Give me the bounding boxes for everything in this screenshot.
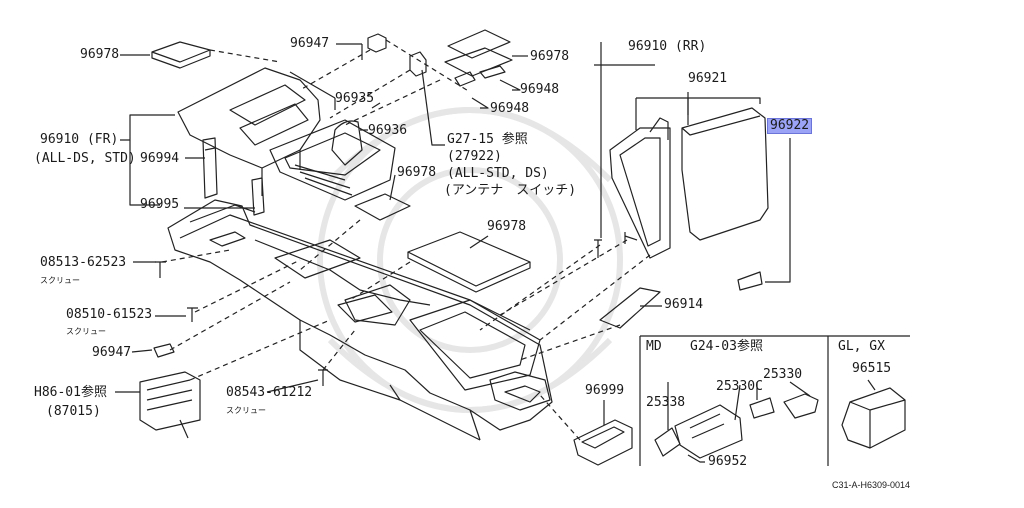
pad-96978-right [354, 193, 411, 221]
cover-96914 [599, 287, 661, 329]
ashtray-96515 [841, 387, 906, 449]
label-96995: 96995 [140, 197, 180, 212]
label-96999: 96999 [585, 383, 625, 398]
label-25338: 25338 [646, 395, 686, 410]
label-96978-b: 96978 [530, 49, 570, 64]
label-96947-b: 96947 [92, 345, 132, 360]
label-96515: 96515 [852, 361, 892, 376]
label-08513-62523: 08513-62523 [40, 255, 127, 270]
label-96910-fr: 96910 (FR) [40, 132, 119, 147]
pad-96978-top [151, 41, 211, 69]
label-96947-a: 96947 [290, 36, 330, 51]
label-96978-c: 96978 [397, 165, 437, 180]
label-96978-d: 96978 [487, 219, 527, 234]
pocket-96999 [573, 419, 633, 466]
label-96948-a: 96948 [520, 82, 560, 97]
shift-boot [269, 119, 396, 201]
label-27922: (27922) [447, 149, 502, 164]
label-96914: 96914 [664, 297, 704, 312]
label-96922-highlighted[interactable]: 96922 [767, 118, 813, 134]
bracket-96995 [251, 177, 265, 216]
switch-96947-lower [153, 343, 175, 358]
label-96978-a: 96978 [80, 47, 120, 62]
bracket-96994 [202, 137, 218, 199]
label-96936: 96936 [368, 123, 408, 138]
label-96994: 96994 [140, 151, 180, 166]
label-screw-1: スクリュー [40, 276, 80, 285]
label-gl-gx: GL, GX [838, 339, 885, 354]
switch-panel-87015 [139, 371, 201, 439]
label-25330: 25330 [763, 367, 803, 382]
label-08543-61212: 08543-61212 [226, 385, 313, 400]
label-all-ds-std: (ALL-DS, STD) [34, 151, 136, 166]
option-inset-frame [639, 335, 910, 466]
label-screw-2: スクリュー [66, 327, 106, 336]
center-console [167, 199, 553, 441]
label-96952: 96952 [708, 454, 748, 469]
diagram-code: C31-A-H6309-0014 [832, 480, 911, 490]
label-96910-rr: 96910 (RR) [628, 39, 707, 54]
rear-armrest-96921 [609, 107, 769, 259]
latch-part [737, 271, 763, 291]
dashed-assembly-lines [161, 39, 651, 441]
label-antenna-switch: (アンテナ スイッチ) [444, 183, 577, 198]
label-all-std-ds: (ALL-STD, DS) [447, 166, 549, 181]
switch-96947 [367, 33, 427, 77]
lid-96978-large [407, 231, 531, 293]
front-console-housing [177, 67, 321, 196]
label-md: MD [646, 339, 662, 354]
cigarette-lighter-assembly [654, 393, 819, 459]
label-g24-03: G24-03参照 [690, 339, 763, 354]
label-96921: 96921 [688, 71, 728, 86]
cover-96978-upper [444, 29, 513, 87]
label-08510-61523: 08510-61523 [66, 307, 153, 322]
label-96948-b: 96948 [490, 101, 530, 116]
label-87015: (87015) [46, 404, 101, 419]
label-g27-15: G27-15 参照 [447, 132, 528, 147]
label-h86-01: H86-01参照 [34, 385, 107, 400]
label-96935: 96935 [335, 91, 375, 106]
label-25330c: 25330C [716, 379, 763, 394]
leader-lines [115, 42, 876, 463]
label-screw-3: スクリュー [226, 406, 266, 415]
